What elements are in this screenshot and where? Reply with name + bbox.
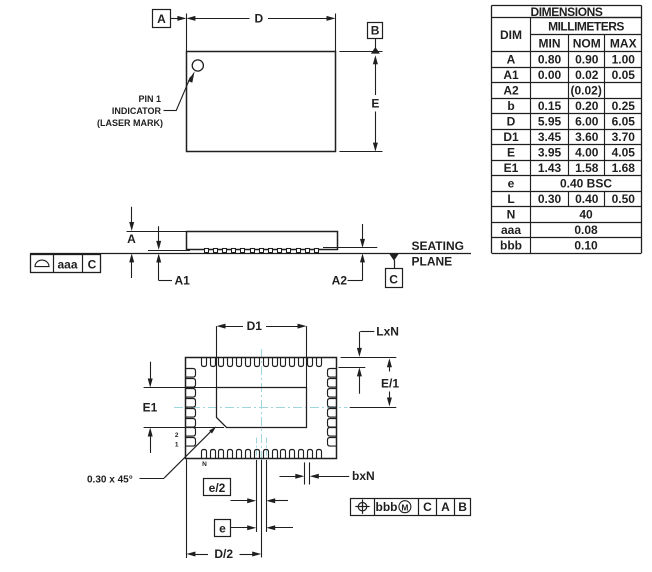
svg-text:bbb: bbb: [376, 500, 398, 514]
svg-text:E1: E1: [504, 161, 519, 175]
svg-text:aaa: aaa: [501, 223, 521, 237]
svg-text:D1: D1: [503, 130, 519, 144]
svg-text:DIMENSIONS: DIMENSIONS: [530, 5, 602, 19]
svg-text:PIN 1: PIN 1: [138, 94, 161, 104]
svg-text:PLANE: PLANE: [412, 255, 453, 269]
svg-text:1.00: 1.00: [612, 53, 636, 67]
svg-text:(0.02): (0.02): [571, 84, 602, 98]
svg-text:A1: A1: [503, 68, 519, 82]
svg-text:aaa: aaa: [57, 258, 77, 272]
svg-text:2: 2: [175, 432, 179, 439]
svg-text:bbb: bbb: [500, 239, 522, 253]
svg-text:B: B: [458, 500, 467, 514]
svg-text:6.00: 6.00: [575, 115, 599, 129]
svg-text:0.40 BSC: 0.40 BSC: [560, 177, 612, 191]
svg-text:0.02: 0.02: [575, 68, 599, 82]
svg-text:0.05: 0.05: [612, 68, 636, 82]
svg-text:INDICATOR: INDICATOR: [112, 106, 162, 116]
svg-text:4.05: 4.05: [612, 146, 636, 160]
svg-text:0.20: 0.20: [575, 99, 599, 113]
svg-text:DIM: DIM: [500, 28, 522, 42]
svg-text:bxN: bxN: [352, 469, 375, 483]
svg-text:0.40: 0.40: [575, 192, 599, 206]
svg-text:SEATING: SEATING: [412, 239, 464, 253]
svg-text:1.58: 1.58: [575, 161, 599, 175]
svg-text:1.43: 1.43: [538, 161, 562, 175]
svg-text:D/2: D/2: [214, 547, 233, 561]
svg-text:MILLIMETERS: MILLIMETERS: [548, 20, 624, 34]
svg-text:MAX: MAX: [610, 37, 637, 51]
svg-text:NOM: NOM: [573, 37, 601, 51]
svg-text:0.00: 0.00: [538, 68, 562, 82]
svg-text:C: C: [389, 272, 398, 286]
svg-text:b: b: [507, 99, 514, 113]
svg-text:LxN: LxN: [376, 325, 399, 339]
svg-text:0.30 x 45°: 0.30 x 45°: [87, 475, 133, 486]
svg-text:M: M: [401, 502, 408, 512]
svg-text:1.68: 1.68: [612, 161, 636, 175]
svg-text:E/1: E/1: [381, 376, 399, 390]
svg-text:3.45: 3.45: [538, 130, 562, 144]
svg-text:3.95: 3.95: [538, 146, 562, 160]
svg-text:0.15: 0.15: [538, 99, 562, 113]
svg-text:1: 1: [175, 441, 179, 448]
svg-text:E1: E1: [143, 400, 158, 414]
svg-text:E: E: [371, 97, 379, 111]
svg-text:A: A: [157, 12, 166, 26]
svg-text:5.95: 5.95: [538, 115, 562, 129]
svg-text:0.30: 0.30: [538, 192, 562, 206]
svg-text:0.25: 0.25: [612, 99, 636, 113]
svg-text:N: N: [202, 461, 207, 468]
svg-text:B: B: [371, 24, 380, 38]
svg-text:0.10: 0.10: [574, 239, 598, 253]
svg-text:4.00: 4.00: [575, 146, 599, 160]
svg-text:C: C: [423, 500, 432, 514]
svg-text:0.08: 0.08: [574, 223, 598, 237]
svg-text:MIN: MIN: [539, 37, 561, 51]
svg-text:e: e: [219, 521, 226, 535]
svg-text:0.50: 0.50: [612, 192, 636, 206]
svg-text:40: 40: [579, 208, 593, 222]
svg-text:A2: A2: [503, 84, 519, 98]
svg-text:6.05: 6.05: [612, 115, 636, 129]
svg-text:(LASER MARK): (LASER MARK): [97, 118, 163, 128]
svg-text:D1: D1: [247, 319, 263, 333]
svg-text:A: A: [507, 53, 516, 67]
svg-text:0.90: 0.90: [575, 53, 599, 67]
svg-text:A1: A1: [175, 273, 191, 287]
svg-text:3.70: 3.70: [612, 130, 636, 144]
svg-text:L: L: [507, 192, 514, 206]
svg-text:E: E: [507, 146, 515, 160]
svg-text:3.60: 3.60: [575, 130, 599, 144]
svg-text:D: D: [507, 115, 516, 129]
svg-text:A: A: [441, 500, 450, 514]
svg-text:0.80: 0.80: [538, 53, 562, 67]
svg-text:A: A: [127, 232, 136, 246]
svg-text:A2: A2: [332, 273, 348, 287]
svg-text:N: N: [507, 208, 516, 222]
svg-text:D: D: [254, 11, 263, 25]
svg-text:e/2: e/2: [209, 481, 226, 495]
svg-text:C: C: [88, 258, 97, 272]
svg-text:e: e: [508, 177, 515, 191]
